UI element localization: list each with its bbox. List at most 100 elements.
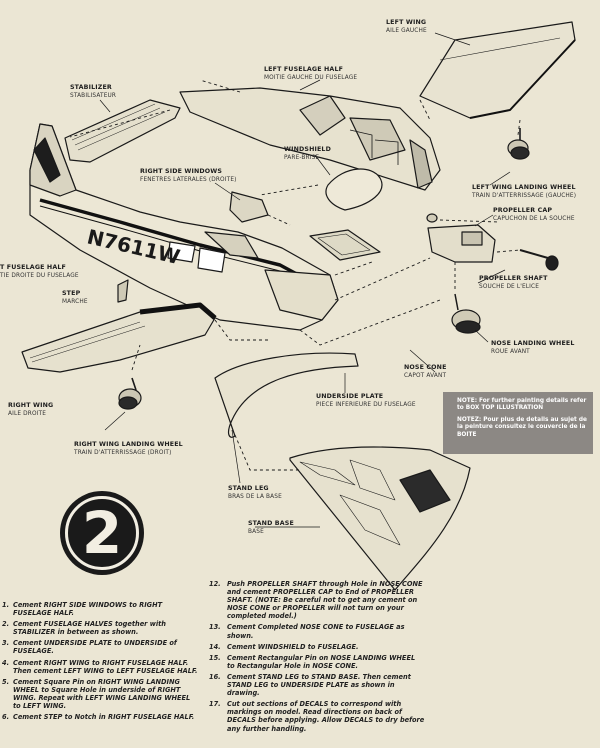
label-left-fuselage-half-fr: MOITIE GAUCHE DU FUSELAGE	[264, 75, 358, 81]
label-left-wing: LEFT WING AILE GAUCHE	[386, 19, 427, 35]
instruction-step: 2.Cement FUSELAGE HALVES together with S…	[2, 620, 198, 636]
step-part	[117, 279, 129, 303]
propeller-shaft-part	[519, 249, 559, 271]
instruction-step: 14. Cement WINDSHIELD to FUSELAGE.	[209, 643, 425, 651]
label-nose-cone-fr: CAPOT AVANT	[404, 373, 447, 379]
label-stabilizer: STABILIZER STABILISATEUR	[70, 84, 116, 100]
label-right-wing-landing-wheel: RIGHT WING LANDING WHEEL TRAIN D'ATTERRI…	[74, 441, 183, 457]
label-propeller-shaft: PROPELLER SHAFT SOUCHE DE L'ELICE	[479, 275, 548, 291]
instruction-step: 3.Cement UNDERSIDE PLATE to UNDERSIDE of…	[2, 639, 198, 655]
label-underside-plate-en: UNDERSIDE PLATE	[316, 393, 384, 400]
instruction-step-number: 4.	[2, 658, 10, 667]
label-stand-leg-fr: BRAS DE LA BASE	[228, 494, 282, 500]
label-propeller-cap-en: PROPELLER CAP	[493, 207, 553, 214]
label-underside-plate: UNDERSIDE PLATE PIECE INFERIEURE DU FUSE…	[316, 393, 416, 409]
instruction-step-text: Cement RIGHT SIDE WINDOWS to RIGHT FUSEL…	[13, 601, 163, 618]
left-wing-part	[419, 21, 576, 119]
label-stabilizer-en: STABILIZER	[70, 84, 112, 91]
instruction-step-text: Cement STEP to Notch in RIGHT FUSELAGE H…	[13, 713, 195, 722]
painting-note-box: NOTE: For further painting details refer…	[443, 392, 593, 454]
label-windshield-en: WINDSHIELD	[284, 146, 331, 153]
label-left-wing-landing-wheel-fr: TRAIN D'ATTERRISSAGE (GAUCHE)	[472, 193, 577, 199]
instruction-step-number: 1.	[2, 601, 10, 609]
label-propeller-cap-fr: CAPUCHON DE LA SOUCHE	[493, 216, 575, 222]
windshield-part	[325, 168, 383, 211]
step-number: 2	[81, 499, 123, 567]
stabilizer-part	[64, 99, 181, 163]
instruction-step-number: 3.	[2, 639, 10, 648]
instructions-right-column: 12. Push PROPELLER SHAFT through Hole in …	[209, 580, 425, 736]
label-stand-base-en: STAND BASE	[248, 520, 294, 527]
instruction-step: 5.Cement Square Pin on RIGHT WING LANDIN…	[2, 678, 198, 710]
left-wing-wheel-part	[507, 128, 530, 160]
label-windshield-fr: PARE-BRISE	[284, 155, 320, 161]
instructions-left-column: 1.Cement RIGHT SIDE WINDOWS to RIGHT FUS…	[2, 601, 198, 724]
label-stand-leg: STAND LEG BRAS DE LA BASE	[228, 485, 282, 501]
label-nose-cone: NOSE CONE CAPOT AVANT	[404, 364, 447, 380]
instruction-step: 15. Cement Rectangular Pin on NOSE LANDIN…	[209, 654, 425, 670]
instruction-step-text: Cut out sections of DECALS to correspond…	[227, 700, 425, 733]
instruction-step-number: 17.	[209, 700, 221, 709]
instruction-step-number: 5.	[2, 677, 10, 686]
label-right-fuselage-half-fr: TIE DROITE DU FUSELAGE	[0, 273, 79, 279]
label-propeller-shaft-en: PROPELLER SHAFT	[479, 275, 548, 282]
label-step: STEP MARCHE	[62, 290, 88, 306]
nose-wheel-part	[451, 293, 481, 334]
label-right-fuselage-half-en: T FUSELAGE HALF	[0, 264, 66, 271]
instruction-step-text: Cement Rectangular Pin on NOSE LANDING W…	[227, 653, 416, 670]
instruction-step: 12. Push PROPELLER SHAFT through Hole in …	[209, 580, 425, 620]
label-stabilizer-fr: STABILISATEUR	[70, 93, 117, 99]
left-fuselage-part	[179, 87, 441, 191]
label-propeller-shaft-fr: SOUCHE DE L'ELICE	[479, 284, 540, 290]
label-stand-base-fr: BASE	[248, 529, 264, 535]
instruction-step: 16.Cement STAND LEG to STAND BASE. Then …	[209, 673, 425, 697]
label-windshield: WINDSHIELD PARE-BRISE	[284, 146, 331, 162]
underside-plate-part	[309, 229, 381, 261]
instruction-step-text: Cement Square Pin on RIGHT WING LANDING …	[13, 677, 191, 711]
label-right-side-windows: RIGHT SIDE WINDOWS FENETRES LATERALES (D…	[140, 168, 237, 184]
label-underside-plate-fr: PIECE INFERIEURE DU FUSELAGE	[316, 402, 416, 408]
instruction-step: 1.Cement RIGHT SIDE WINDOWS to RIGHT FUS…	[2, 601, 198, 617]
label-nose-landing-wheel: NOSE LANDING WHEEL ROUE AVANT	[491, 340, 575, 356]
instruction-step: 13. Cement Completed NOSE CONE to FUSELAG…	[209, 623, 425, 639]
instruction-step-number: 12.	[209, 580, 221, 588]
label-right-fuselage-half: T FUSELAGE HALF TIE DROITE DU FUSELAGE	[0, 264, 79, 280]
label-nose-cone-en: NOSE CONE	[404, 364, 447, 371]
instruction-step-text: Cement Completed NOSE CONE to FUSELAGE a…	[227, 623, 405, 640]
label-left-wing-landing-wheel: LEFT WING LANDING WHEEL TRAIN D'ATTERRIS…	[472, 184, 576, 200]
painting-note-en: NOTE: For further painting details refer…	[457, 398, 587, 412]
label-right-wing: RIGHT WING AILE DROITE	[8, 402, 53, 418]
instruction-step-number: 13.	[209, 623, 221, 632]
step-badge-ring	[65, 496, 139, 570]
label-left-wing-fr: AILE GAUCHE	[386, 28, 427, 34]
label-nose-landing-wheel-en: NOSE LANDING WHEEL	[491, 340, 575, 347]
label-step-en: STEP	[62, 290, 81, 297]
painting-note-fr: NOTEZ: Pour plus de details au sujet de …	[457, 416, 587, 438]
instruction-step-text: Cement RIGHT WING to RIGHT FUSELAGE HALF…	[13, 658, 198, 675]
right-wing-wheel-part	[118, 377, 142, 410]
label-propeller-cap: PROPELLER CAP CAPUCHON DE LA SOUCHE	[493, 207, 575, 223]
label-right-wing-landing-wheel-fr: TRAIN D'ATTERRISSAGE (DROIT)	[74, 450, 172, 456]
label-right-side-windows-en: RIGHT SIDE WINDOWS	[140, 168, 223, 175]
right-wing-part	[21, 304, 216, 373]
stand-leg-part	[214, 352, 359, 438]
step-number-badge: 2	[60, 491, 144, 575]
instruction-step-number: 14.	[209, 642, 221, 651]
label-left-fuselage-half-en: LEFT FUSELAGE HALF	[264, 66, 344, 73]
instruction-step-number: 15.	[209, 653, 221, 662]
instruction-step-text: Cement WINDSHIELD to FUSELAGE.	[227, 642, 359, 651]
instruction-step-text: Push PROPELLER SHAFT through Hole in NOS…	[227, 580, 423, 621]
label-right-wing-landing-wheel-en: RIGHT WING LANDING WHEEL	[74, 441, 183, 448]
instruction-step-text: Cement FUSELAGE HALVES together with STA…	[13, 620, 166, 637]
label-right-wing-fr: AILE DROITE	[8, 411, 47, 417]
instruction-step-text: Cement STAND LEG to STAND BASE. Then cem…	[227, 672, 411, 698]
instruction-step-number: 6.	[2, 713, 10, 722]
label-right-side-windows-fr: FENETRES LATERALES (DROITE)	[140, 177, 237, 183]
instruction-step: 4.Cement RIGHT WING to RIGHT FUSELAGE HA…	[2, 659, 198, 675]
label-left-wing-landing-wheel-en: LEFT WING LANDING WHEEL	[472, 184, 576, 191]
instruction-step: 17. Cut out sections of DECALS to corresp…	[209, 700, 425, 732]
label-stand-base: STAND BASE BASE	[248, 520, 294, 536]
label-right-wing-en: RIGHT WING	[8, 402, 54, 409]
propeller-cap-part	[426, 213, 438, 223]
